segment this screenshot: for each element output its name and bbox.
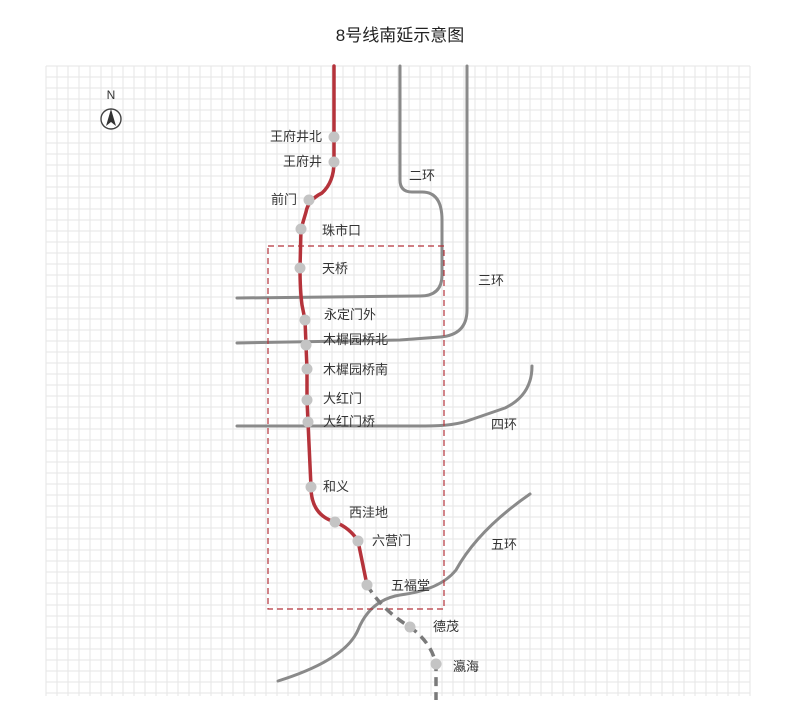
station-label: 五福堂	[391, 578, 430, 593]
station-qianmen: 前门	[271, 192, 315, 207]
station-yongdingmenwai: 永定门外	[299, 307, 376, 326]
station-dot	[301, 363, 313, 375]
map-title: 8号线南延示意图	[336, 26, 464, 45]
ring-road-5	[276, 492, 532, 683]
station-label: 德茂	[433, 619, 459, 634]
station-label: 瀛海	[453, 659, 479, 674]
station-label: 天桥	[322, 261, 348, 276]
station-dot	[303, 194, 315, 206]
station-wufutang: 五福堂	[361, 578, 430, 593]
station-label: 珠市口	[322, 223, 361, 238]
station-dot	[294, 262, 306, 274]
station-yinghai: 瀛海	[430, 658, 479, 674]
ring-road-4	[235, 364, 534, 428]
station-dot	[302, 416, 314, 428]
station-label: 前门	[271, 192, 297, 207]
station-wangfujing: 王府井	[283, 154, 340, 169]
ring-road-label-3: 三环	[478, 273, 504, 288]
ring-roads	[235, 64, 534, 683]
station-muxiyuanqiao-south: 木樨园桥南	[301, 362, 388, 377]
ring-road-3	[235, 64, 469, 345]
station-dot	[305, 481, 317, 493]
station-tianqiao: 天桥	[294, 261, 348, 276]
station-label: 王府井	[283, 154, 322, 169]
station-dot	[328, 156, 340, 168]
background-grid	[45, 65, 751, 696]
station-dot	[300, 339, 312, 351]
north-arrow-icon	[100, 108, 122, 130]
station-dot	[430, 658, 442, 670]
station-dot	[329, 516, 341, 528]
station-label: 和义	[323, 479, 349, 494]
station-label: 王府井北	[270, 129, 322, 144]
station-label: 木樨园桥北	[323, 332, 388, 347]
station-dot	[295, 223, 307, 235]
station-label: 大红门桥	[323, 414, 375, 429]
ring-road-labels: 二环 三环 四环 五环	[409, 168, 517, 552]
station-zhushikou: 珠市口	[295, 223, 361, 238]
ring-road-label-5: 五环	[491, 537, 517, 552]
station-dot	[352, 535, 364, 547]
station-wangfujing-north: 王府井北	[270, 129, 340, 144]
station-dot	[328, 131, 340, 143]
station-dot	[361, 579, 373, 591]
station-dahongmenqiao: 大红门桥	[302, 414, 375, 429]
station-label: 六营门	[372, 533, 411, 548]
station-liuyingmen: 六营门	[352, 533, 411, 548]
compass-north-label: N	[107, 88, 116, 102]
ring-road-label-2: 二环	[409, 168, 435, 183]
station-label: 西洼地	[349, 505, 388, 520]
station-label: 大红门	[323, 391, 362, 406]
ring-road-2	[235, 64, 444, 300]
station-label: 永定门外	[324, 307, 376, 322]
station-dot	[404, 621, 416, 633]
ring-road-label-4: 四环	[491, 417, 517, 432]
station-muxiyuanqiao-north: 木樨园桥北	[300, 332, 388, 351]
station-dot	[301, 394, 313, 406]
station-demao: 德茂	[404, 619, 459, 634]
stations: 王府井北 王府井 前门 珠市口 天桥 永定门外 木樨园桥北 木樨园桥南	[270, 129, 479, 674]
station-heyi: 和义	[305, 479, 349, 494]
station-dahongmen: 大红门	[301, 391, 362, 406]
station-xiwadi: 西洼地	[329, 505, 388, 528]
compass: N	[100, 88, 122, 130]
station-label: 木樨园桥南	[323, 362, 388, 377]
station-dot	[299, 314, 311, 326]
